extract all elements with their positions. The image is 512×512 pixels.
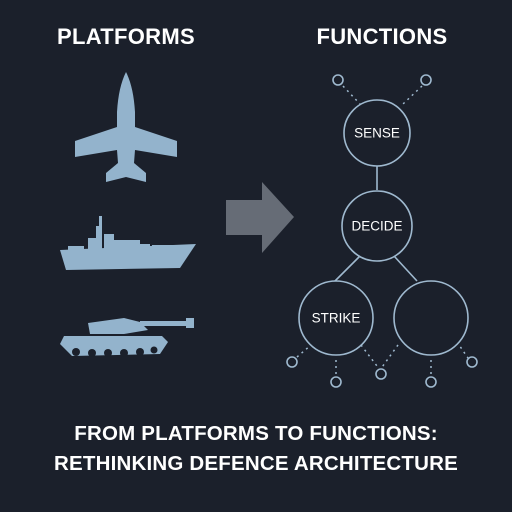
footer-title-line1: FROM PLATFORMS TO FUNCTIONS:: [74, 422, 438, 445]
decide-node: [341, 190, 413, 262]
decide-label: DECIDE: [351, 219, 402, 234]
fighter-jet-icon: [75, 72, 177, 182]
strike-node: [298, 280, 374, 356]
strike-label: STRIKE: [312, 311, 361, 326]
functions-heading: FUNCTIONS: [316, 24, 448, 49]
transition-arrow: [226, 182, 294, 253]
warship-icon: [60, 216, 196, 270]
platforms-heading: PLATFORMS: [57, 24, 195, 49]
tank-icon: [60, 318, 194, 357]
sense-node: [343, 99, 411, 167]
dotted-branches: [296, 85, 469, 376]
terminal-dots: [286, 74, 478, 388]
unlabeled-node: [393, 280, 469, 356]
footer-title-line2: RETHINKING DEFENCE ARCHITECTURE: [53, 452, 459, 475]
sense-label: SENSE: [354, 126, 400, 141]
